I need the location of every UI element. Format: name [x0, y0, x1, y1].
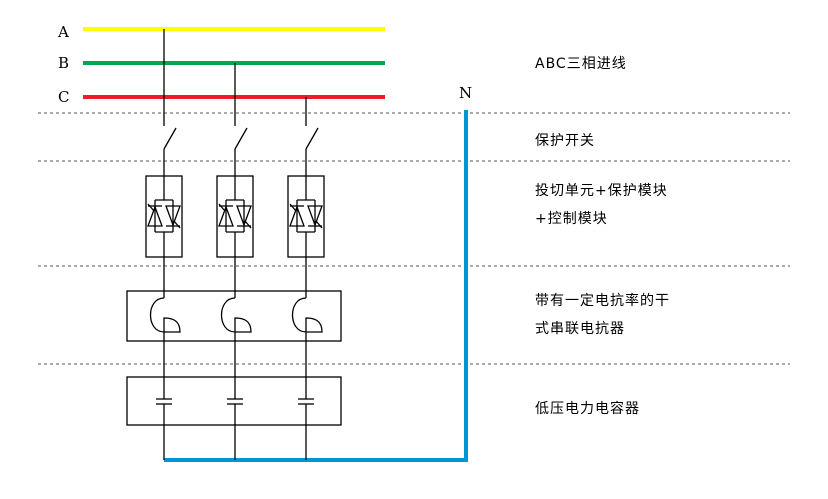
section-label-switching-unit-2: +控制模块 — [535, 211, 608, 227]
neutral-bus — [164, 110, 468, 462]
thyristor-up-symbol — [289, 205, 305, 227]
section-label-switching-unit: 投切单元+保护模块 — [535, 183, 668, 199]
thyristor-gate — [244, 220, 252, 229]
section-label-reactor-2: 式串联电抗器 — [535, 321, 625, 337]
thyristor-gate — [315, 220, 323, 229]
section-label-reactor: 带有一定电抗率的干 — [535, 292, 670, 309]
thyristor-gate — [147, 203, 155, 212]
switch-blade — [305, 127, 319, 150]
neutral-label: N — [459, 84, 472, 102]
thyristor-gate — [173, 220, 181, 229]
switch-blade — [163, 127, 177, 150]
thyristor-gate — [289, 203, 297, 212]
circuit — [83, 27, 468, 462]
reactor-coil-icon — [221, 297, 252, 333]
section-label-switch: 保护开关 — [535, 133, 595, 149]
phase-b-label: B — [58, 54, 69, 72]
thyristor-down-symbol — [165, 205, 181, 227]
phase-c-label: C — [58, 88, 69, 106]
reactor-coil-icon — [292, 297, 323, 333]
thyristor-up-symbol — [218, 205, 234, 227]
thyristor-down-symbol — [307, 205, 323, 227]
switch-blade — [234, 127, 248, 150]
capacitor-bank-box — [126, 376, 342, 426]
thyristor-down-symbol — [236, 205, 252, 227]
phase-a-label: A — [57, 23, 69, 41]
thyristor-up-symbol — [147, 205, 163, 227]
reactor-coil-icon — [150, 297, 181, 333]
section-label-capacitor: 低压电力电容器 — [535, 400, 640, 417]
section-label-incoming: ABC三相进线 — [535, 56, 627, 72]
thyristor-gate — [218, 203, 226, 212]
reactor-bank-box — [126, 290, 342, 342]
